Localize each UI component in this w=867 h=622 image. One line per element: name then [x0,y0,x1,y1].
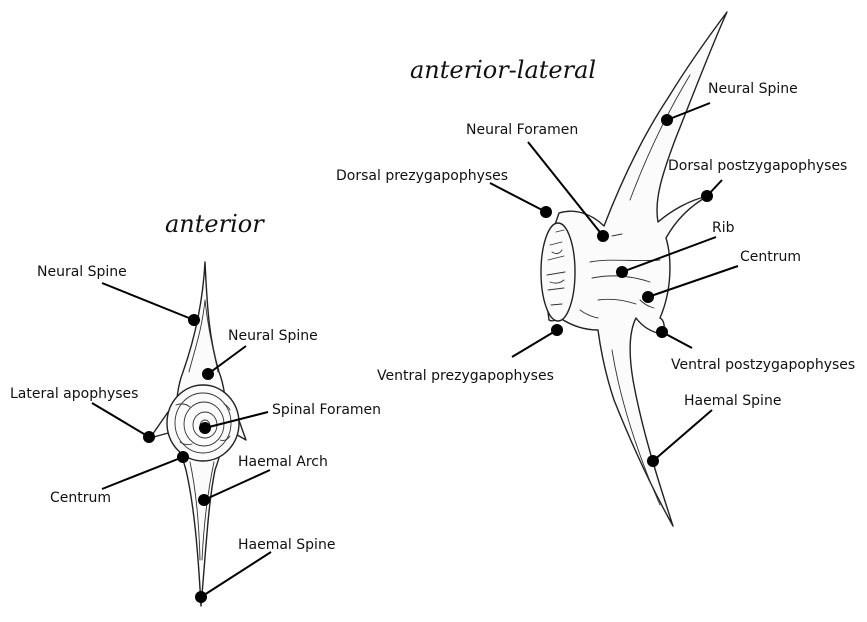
label-text: Ventral prezygapophyses [377,368,554,384]
label-text: Neural Spine [228,328,318,344]
label-neural-spine-top: Neural Spine [37,264,200,326]
anterior-vertebra-drawing [150,262,246,606]
label-text: Lateral apophyses [10,386,138,402]
label-ventral-postzygapophyses: Ventral postzygapophyses [656,326,855,373]
anterior-lateral-vertebra-drawing [541,12,727,526]
label-haemal-spine-lateral: Haemal Spine [647,393,781,467]
label-text: Dorsal prezygapophyses [336,168,508,184]
label-centrum-anterior: Centrum [50,451,189,506]
label-text: Rib [712,220,735,236]
label-haemal-spine-anterior: Haemal Spine [195,537,335,603]
label-text: Spinal Foramen [272,402,381,418]
anterior-lateral-view: anterior-lateral Neural Spine Neural For… [336,12,855,526]
anterior-lateral-title: anterior-lateral [410,56,596,84]
label-text: Dorsal postzygapophyses [668,158,847,174]
anterior-title: anterior [165,210,265,238]
label-text: Haemal Arch [238,454,328,470]
label-text: Neural Foramen [466,122,578,138]
label-text: Neural Spine [37,264,127,280]
label-dorsal-postzygapophyses: Dorsal postzygapophyses [668,158,847,202]
label-dorsal-prezygapophyses: Dorsal prezygapophyses [336,168,552,218]
label-text: Ventral postzygapophyses [671,357,855,373]
label-ventral-prezygapophyses: Ventral prezygapophyses [377,324,563,384]
label-text: Haemal Spine [238,537,335,553]
label-text: Haemal Spine [684,393,781,409]
label-text: Neural Spine [708,81,798,97]
anterior-view: anterior Neural Spine [10,210,381,606]
label-lateral-apophyses: Lateral apophyses [10,386,155,443]
label-text: Centrum [740,249,801,265]
label-text: Centrum [50,490,111,506]
